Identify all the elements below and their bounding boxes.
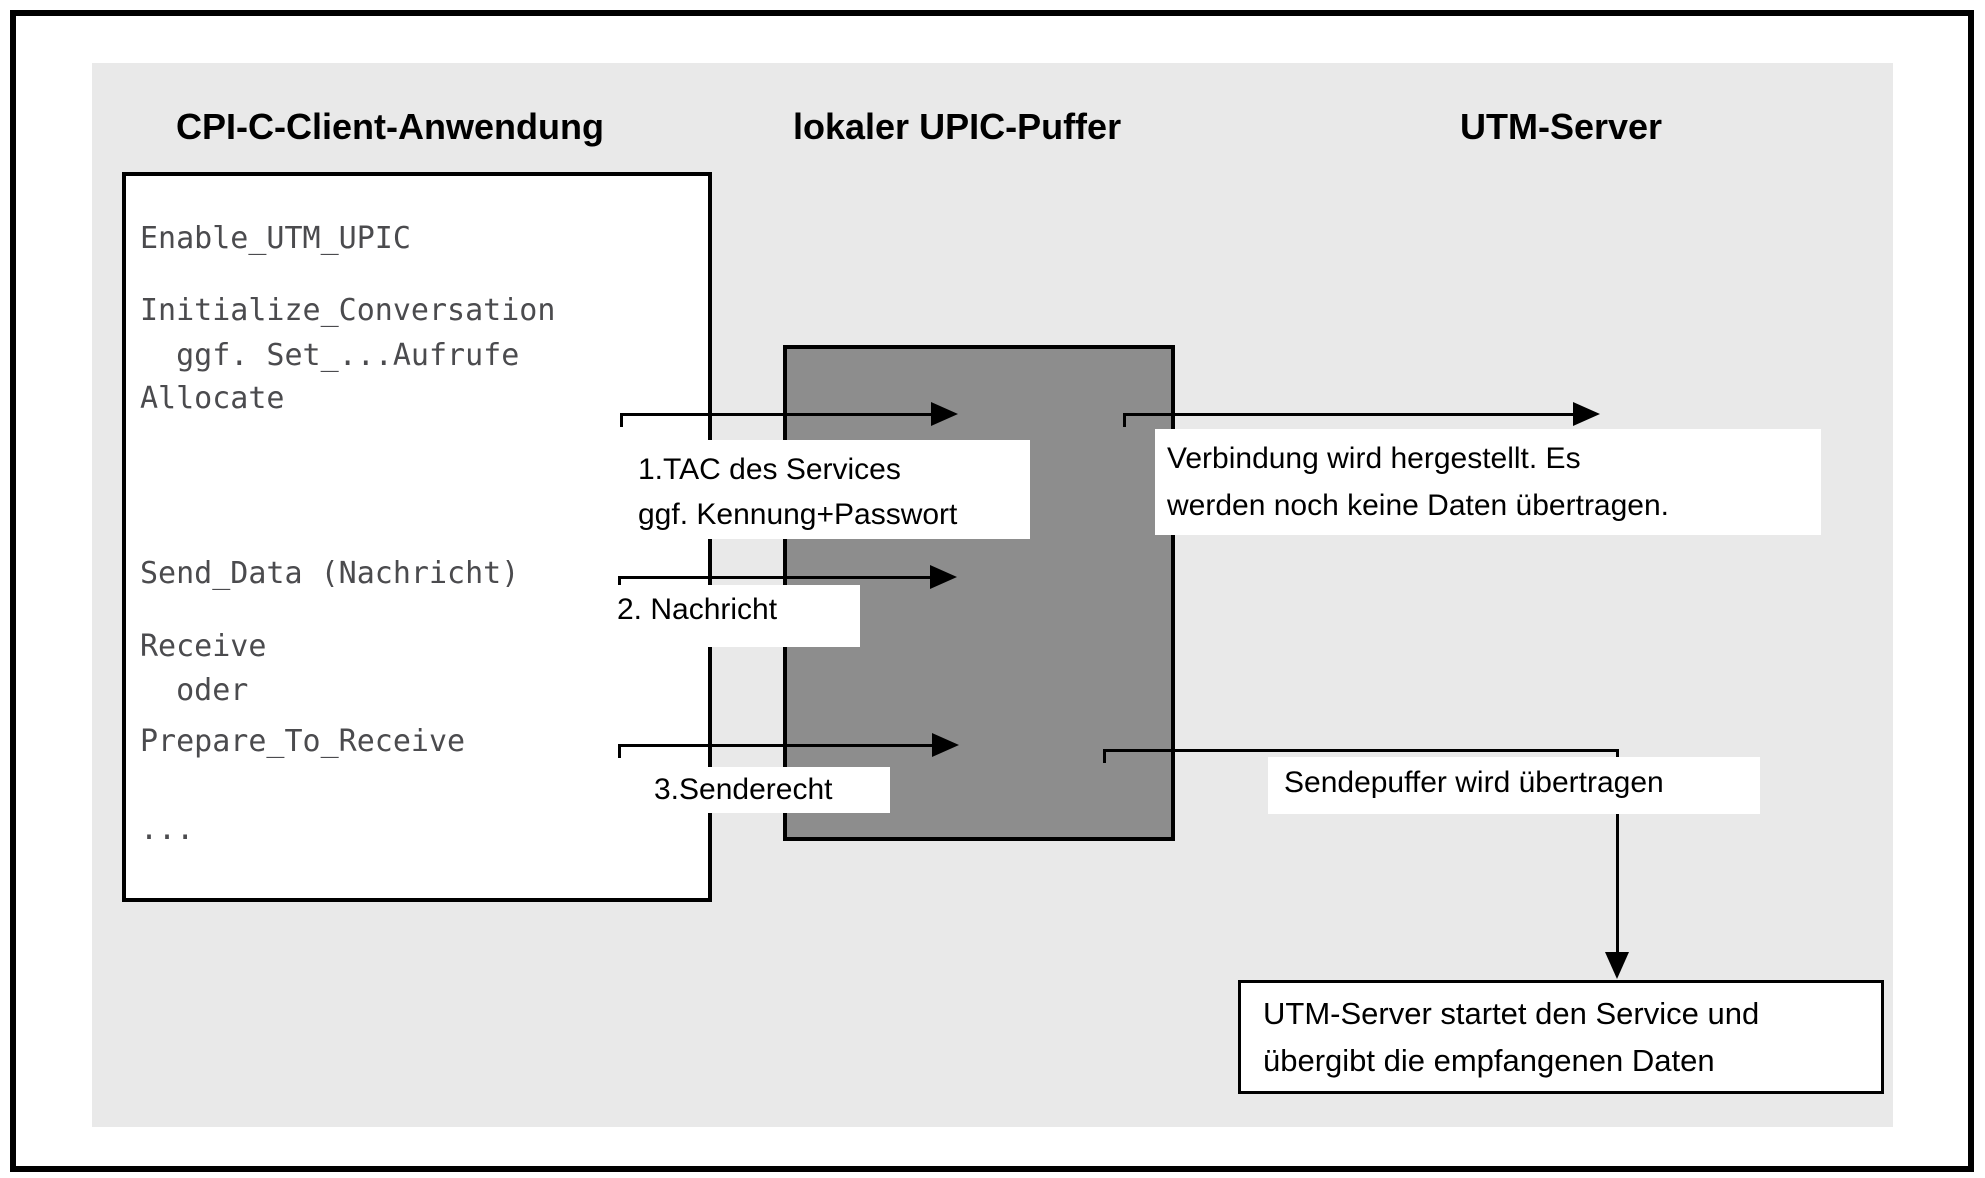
code-line-prepare-to-receive: Prepare_To_Receive: [140, 724, 466, 759]
code-line-allocate: Allocate: [140, 381, 285, 416]
label-step1-tac: 1.TAC des Services ggf. Kennung+Passwort: [628, 440, 1030, 539]
label-step1-line2: ggf. Kennung+Passwort: [638, 498, 958, 531]
label-connection-line1: Verbindung wird hergestellt. Es: [1167, 442, 1581, 475]
arrow4-right-arrowhead-icon: [1573, 402, 1600, 426]
sendbuffer-down-arrowhead-icon: [1605, 952, 1629, 979]
code-line-ellipsis: ...: [140, 812, 195, 847]
code-line-receive: Receive: [140, 629, 267, 664]
arrow2-line: [618, 576, 932, 579]
label-step2-nachricht: 2. Nachricht: [603, 585, 860, 647]
arrow1-start-tick: [620, 413, 623, 427]
client-application-box: [122, 172, 712, 902]
arrow2-right-arrowhead-icon: [930, 565, 957, 589]
arrow2-start-tick: [618, 576, 621, 590]
arrow4-line: [1123, 413, 1575, 416]
label-connection-established: Verbindung wird hergestellt. Es werden n…: [1155, 429, 1821, 535]
sendbuffer-vertical-line: [1616, 749, 1619, 953]
label-connection-line2: werden noch keine Daten übertragen.: [1167, 489, 1670, 522]
server-result-line1: UTM-Server startet den Service und: [1263, 996, 1760, 1031]
arrow1-line: [620, 413, 933, 416]
code-line-initialize-conversation: Initialize_Conversation: [140, 293, 556, 328]
server-result-box: UTM-Server startet den Service und überg…: [1238, 980, 1884, 1094]
arrow4-start-tick: [1123, 413, 1126, 427]
outer-frame: [10, 10, 1974, 1172]
code-line-send-data: Send_Data (Nachricht): [140, 556, 520, 591]
label-sendbuffer-transferred: Sendepuffer wird übertragen: [1268, 757, 1760, 814]
server-result-line2: übergibt die empfangenen Daten: [1263, 1043, 1715, 1078]
label-step3-senderecht: 3.Senderecht: [640, 767, 890, 813]
label-step1-line1: 1.TAC des Services: [638, 453, 901, 486]
header-cpic-client: CPI-C-Client-Anwendung: [176, 106, 604, 147]
sendbuffer-horizontal-line: [1103, 749, 1619, 752]
code-line-oder: oder: [140, 673, 249, 708]
arrow3-right-arrowhead-icon: [932, 733, 959, 757]
code-line-set-aufrufe: ggf. Set_...Aufrufe: [140, 338, 520, 373]
arrow1-right-arrowhead-icon: [931, 402, 958, 426]
arrow3-line: [618, 744, 934, 747]
arrow3-start-tick: [618, 744, 621, 758]
header-utm-server: UTM-Server: [1460, 106, 1663, 147]
sendbuffer-line-start-tick: [1103, 749, 1106, 763]
code-line-enable-utm-upic: Enable_UTM_UPIC: [140, 221, 411, 256]
header-upic-buffer: lokaler UPIC-Puffer: [793, 106, 1122, 147]
